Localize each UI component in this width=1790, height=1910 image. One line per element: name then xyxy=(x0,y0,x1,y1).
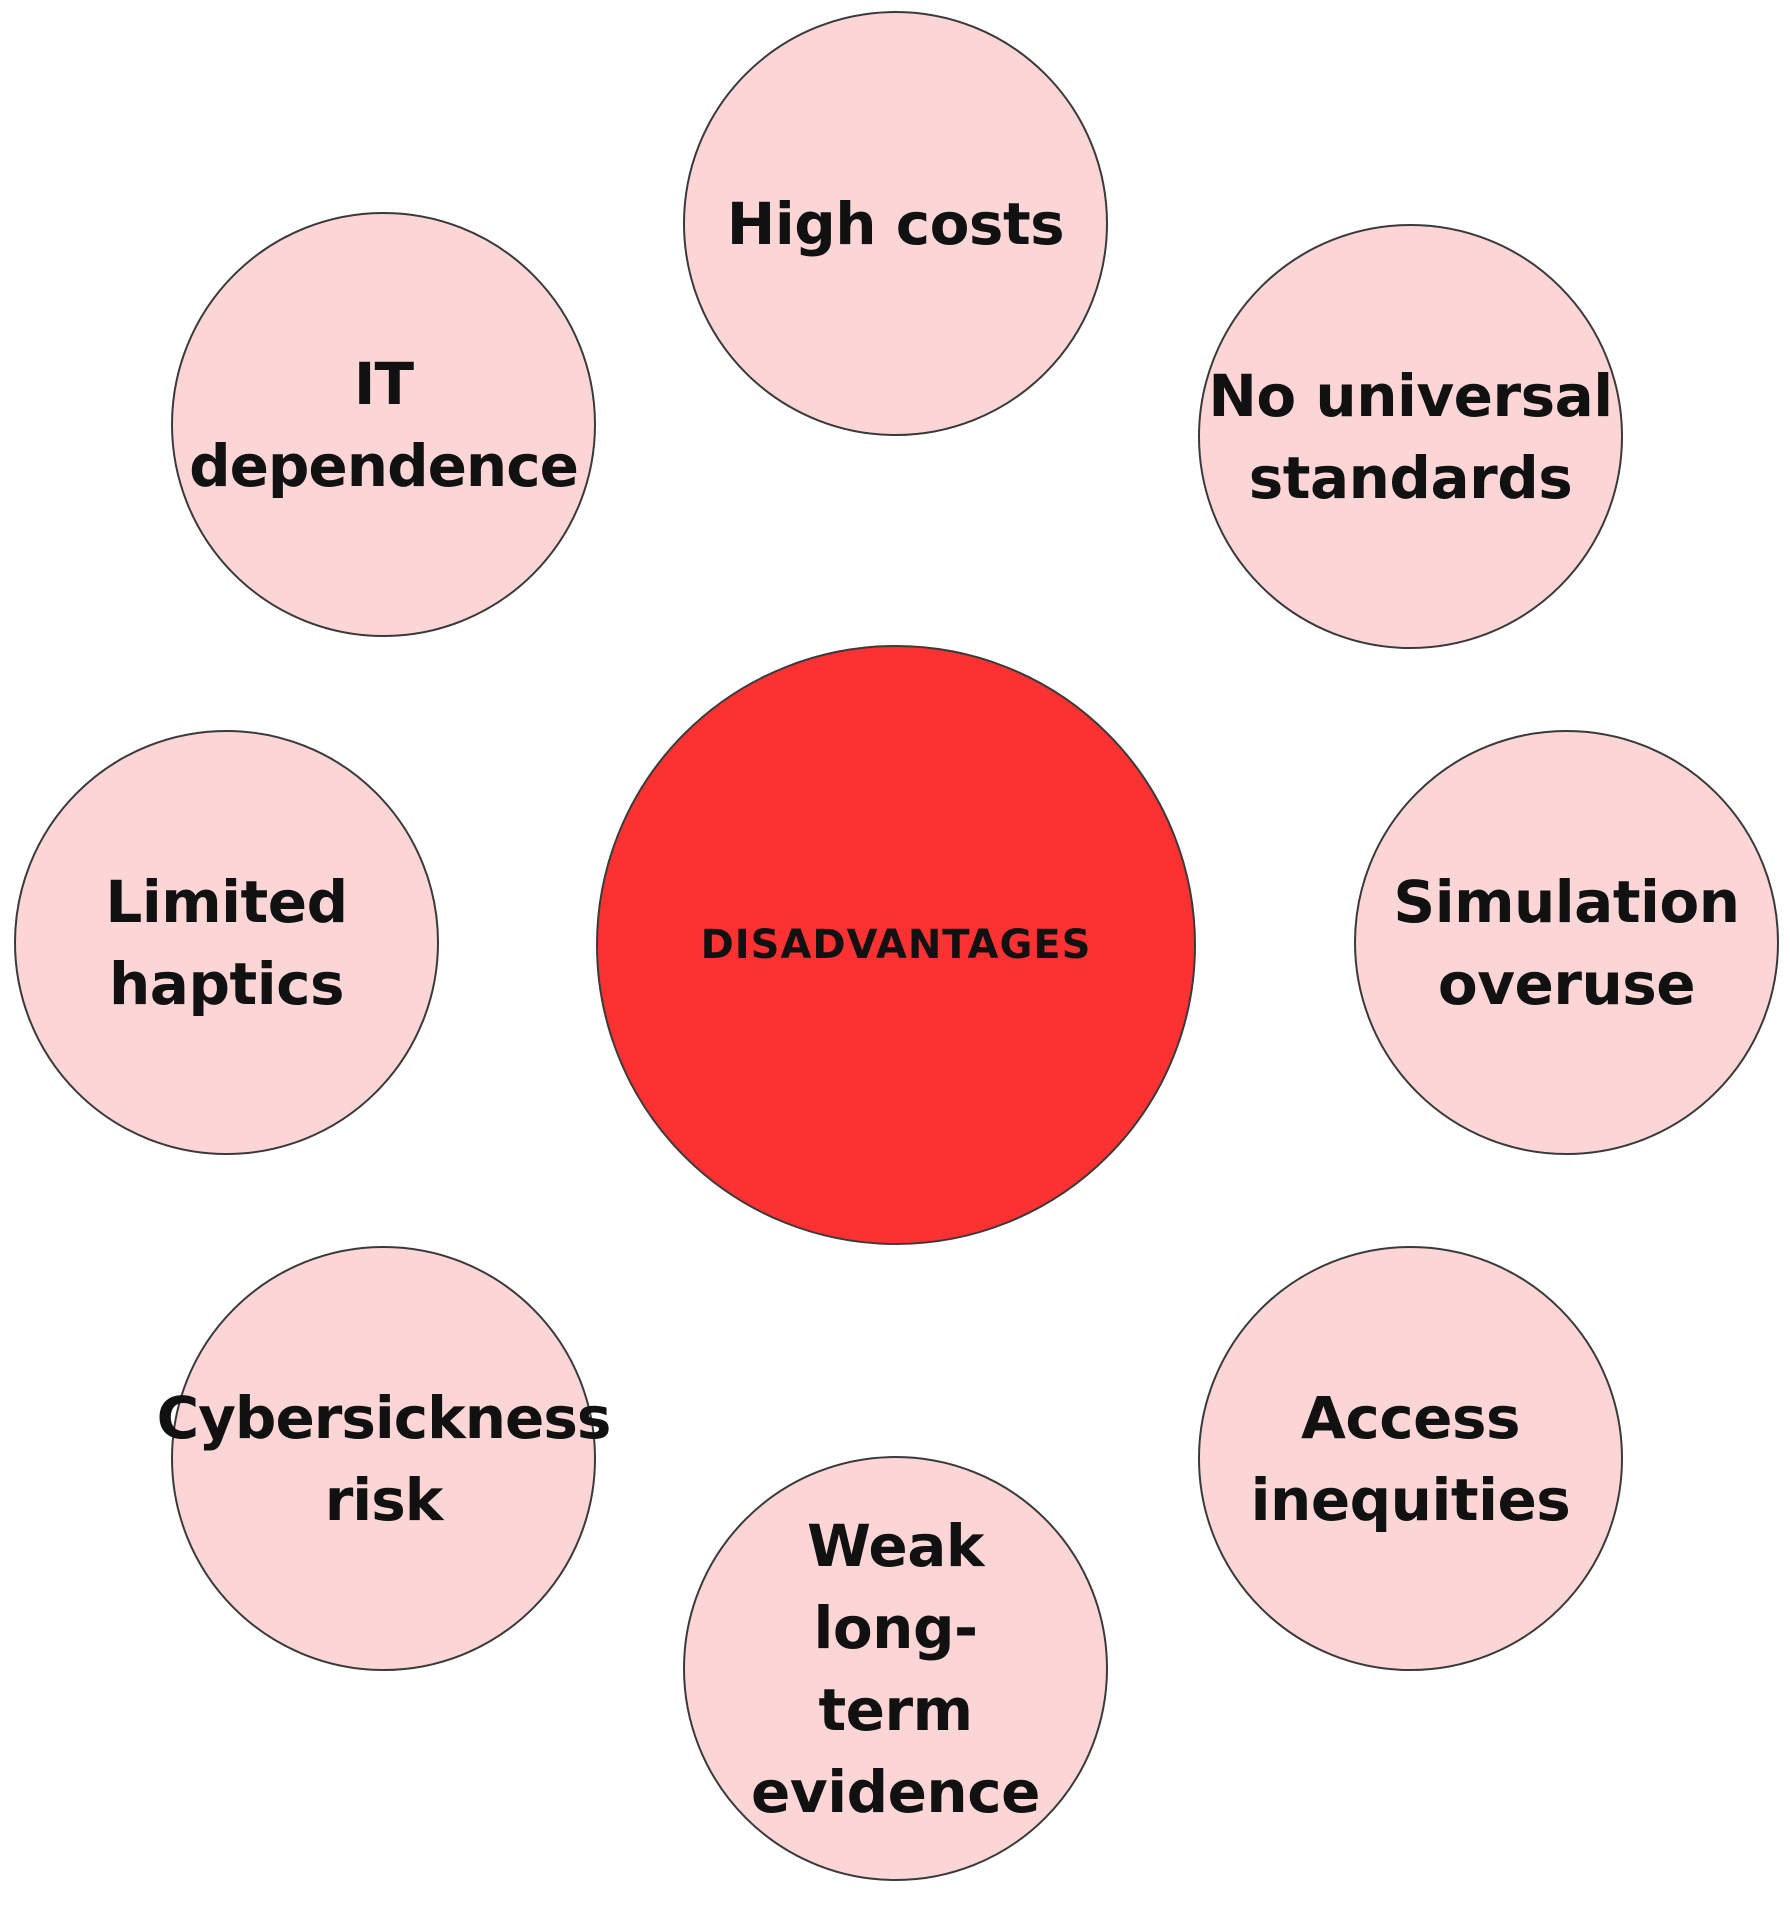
node-simulation-overuse: Simulation overuse xyxy=(1354,730,1779,1155)
center-label: DISADVANTAGES xyxy=(700,922,1092,968)
node-access-inequities: Access inequities xyxy=(1198,1246,1623,1671)
node-label: Cybersickness risk xyxy=(156,1383,612,1534)
node-label: No universal standards xyxy=(1208,361,1613,512)
node-label: Access inequities xyxy=(1250,1383,1571,1534)
node-limited-haptics: Limited haptics xyxy=(14,730,439,1155)
node-it-dependence: IT dependence xyxy=(171,212,596,637)
node-label: Weak long- term evidence xyxy=(751,1511,1040,1826)
node-high-costs: High costs xyxy=(683,11,1108,436)
node-label: Simulation overuse xyxy=(1393,867,1740,1018)
node-weak-long-term-evidence: Weak long- term evidence xyxy=(683,1456,1108,1881)
node-label: Limited haptics xyxy=(105,867,348,1018)
center-circle: DISADVANTAGES xyxy=(596,645,1196,1245)
node-label: IT dependence xyxy=(189,349,579,500)
node-cybersickness-risk: Cybersickness risk xyxy=(157,1246,611,1671)
node-no-universal-standards: No universal standards xyxy=(1198,224,1623,649)
node-label: High costs xyxy=(726,189,1065,258)
